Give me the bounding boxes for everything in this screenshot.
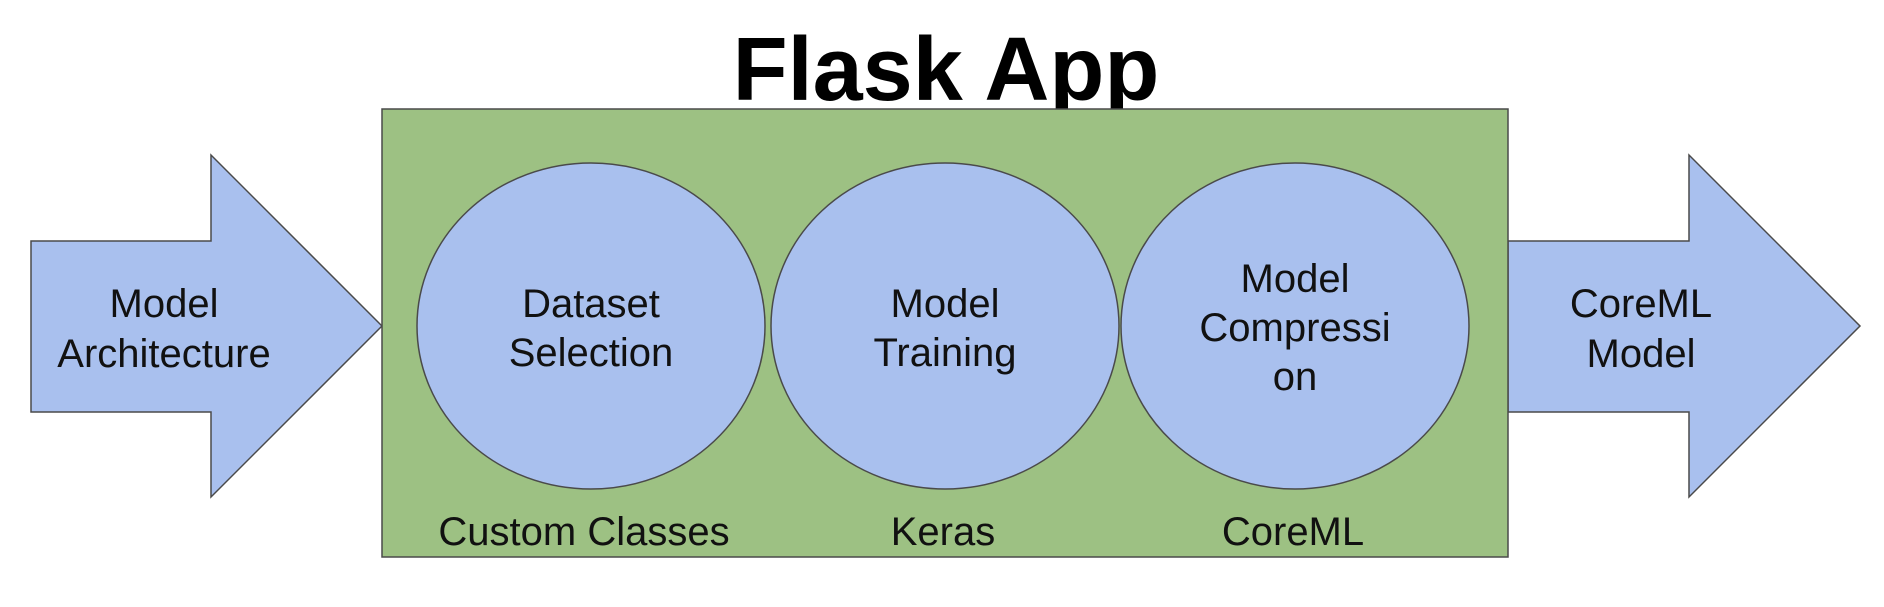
output-arrow-shape bbox=[1507, 153, 1862, 499]
output-arrow: CoreML Model bbox=[1507, 153, 1862, 499]
stage-circle bbox=[416, 162, 766, 490]
output-arrow-label-line-2: Model bbox=[1587, 332, 1696, 376]
stage-label-line-2: Selection bbox=[509, 331, 674, 375]
stage-tool-label: Custom Classes bbox=[438, 510, 729, 554]
stage-model-training: Model Training Keras bbox=[770, 162, 1120, 554]
stage-circle bbox=[770, 162, 1120, 490]
stage-label-line-2: Compressi bbox=[1199, 306, 1390, 350]
stage-label-line-3: on bbox=[1273, 355, 1318, 399]
stage-label-line-1: Model bbox=[891, 282, 1000, 326]
input-arrow: Model Architecture bbox=[30, 153, 384, 499]
stage-label-line-1: Model bbox=[1241, 257, 1350, 301]
stage-tool-label: Keras bbox=[891, 510, 996, 554]
stage-tool-label: CoreML bbox=[1222, 510, 1364, 554]
output-arrow-label-line-1: CoreML bbox=[1570, 282, 1712, 326]
stage-label-line-2: Training bbox=[873, 331, 1016, 375]
stage-dataset-selection: Dataset Selection Custom Classes bbox=[416, 162, 766, 554]
input-arrow-label-line-2: Architecture bbox=[57, 332, 270, 376]
stage-label-line-1: Dataset bbox=[522, 282, 660, 326]
diagram-title: Flask App bbox=[733, 20, 1160, 120]
stage-circle bbox=[1120, 162, 1470, 490]
input-arrow-shape bbox=[30, 153, 384, 499]
input-arrow-label-line-1: Model bbox=[110, 282, 219, 326]
stage-model-compression: Model Compressi on CoreML bbox=[1120, 162, 1470, 554]
